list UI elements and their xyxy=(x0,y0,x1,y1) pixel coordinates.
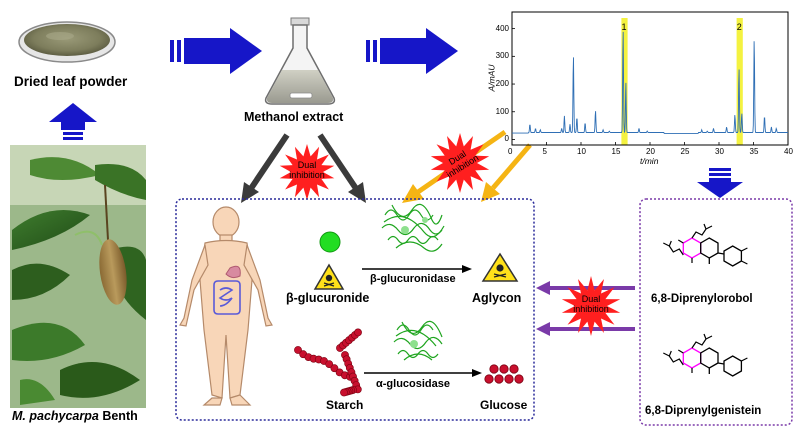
label-starch: Starch xyxy=(326,398,364,412)
peak-label-1: 1 xyxy=(621,22,627,32)
molecule-prenyl xyxy=(691,223,713,239)
peak-label-2: 2 xyxy=(736,22,742,32)
starch-chain-icon xyxy=(294,328,362,397)
petri-dish-icon xyxy=(18,21,116,63)
burst-top xyxy=(279,144,335,200)
peak-highlight-2 xyxy=(736,18,743,145)
reaction-arrow-glucosidase xyxy=(364,369,482,377)
label-alpha-glucosidase: α-glucosidase xyxy=(376,378,451,390)
chromatogram-frame xyxy=(511,11,789,146)
x-tick-label: 25 xyxy=(680,147,690,156)
molecule-ring xyxy=(723,355,743,377)
y-tick-label: 0 xyxy=(504,134,509,144)
x-tick-label: 40 xyxy=(784,147,793,156)
y-tick-label: 200 xyxy=(495,79,509,89)
x-tick-label: 5 xyxy=(542,147,547,156)
green-ball-icon xyxy=(319,231,341,253)
y-tick-label: 400 xyxy=(495,23,509,33)
flask-icon xyxy=(264,17,336,105)
compounds-box xyxy=(639,198,793,426)
human-body-icon xyxy=(179,206,273,406)
burst-right-line2: inhibition xyxy=(573,304,609,314)
label-plant-species: M. pachycarpa xyxy=(12,409,99,423)
molecule-bond xyxy=(717,362,725,365)
molecule-hydroxyl xyxy=(741,357,748,362)
molecule-hydroxyl xyxy=(677,239,684,244)
label-beta-glucuronide: β-glucuronide xyxy=(286,291,370,305)
x-axis-label: t/min xyxy=(640,156,659,166)
chromatogram-highlights xyxy=(621,18,743,145)
label-plant-author: Benth xyxy=(102,409,138,423)
enzyme-glucuronidase-icon xyxy=(381,203,445,252)
chromatogram xyxy=(511,11,789,146)
label-dried-leaf-powder: Dried leaf powder xyxy=(14,74,128,89)
x-tick-label: 30 xyxy=(715,147,724,156)
intestine-icon xyxy=(213,280,241,315)
starch-bead xyxy=(325,360,334,368)
y-tick-label: 100 xyxy=(495,106,509,116)
molecule-prenyl xyxy=(691,333,713,349)
glucose-beads-icon xyxy=(484,364,524,384)
human-enzyme-box xyxy=(175,198,535,421)
label-compound-1: 6,8-Diprenylorobol xyxy=(651,293,753,305)
starch-bead xyxy=(330,364,339,373)
burst-top-text: Dual inhibition xyxy=(288,160,326,180)
hazard-icon-right xyxy=(481,252,519,282)
molecule-ring xyxy=(700,237,719,259)
burst-right xyxy=(561,276,621,336)
label-aglycon: Aglycon xyxy=(472,291,522,305)
molecule-diprenylgenistein xyxy=(663,333,748,377)
burst-right-text: Dual inhibition xyxy=(568,294,614,314)
peak-highlight-1 xyxy=(621,18,628,145)
burst-mid xyxy=(430,133,490,193)
molecule-hydroxyl xyxy=(677,349,684,354)
label-glucose: Glucose xyxy=(480,398,528,412)
molecule-ring xyxy=(682,347,702,369)
chromatogram-ticks xyxy=(511,28,789,145)
gray-arrows-extract xyxy=(241,133,366,203)
y-tick-label: 300 xyxy=(495,51,509,61)
y-axis-label: A/mAU xyxy=(486,64,497,91)
label-beta-glucuronidase: β-glucuronidase xyxy=(370,273,456,285)
molecule-bond xyxy=(717,252,725,255)
stomach-icon xyxy=(225,265,241,279)
x-tick-label: 15 xyxy=(611,147,621,156)
enzyme-glucosidase-icon xyxy=(393,320,443,361)
blue-arrow-powder-to-extract xyxy=(170,28,262,74)
label-methanol-extract: Methanol extract xyxy=(244,110,344,124)
x-tick-label: 10 xyxy=(577,147,586,156)
label-compound-2: 6,8-Diprenylgenistein xyxy=(645,405,762,417)
starch-bead xyxy=(354,328,362,337)
molecule-prenyl xyxy=(663,350,684,366)
molecule-hydroxyl xyxy=(741,260,748,265)
molecule-ring xyxy=(700,347,719,369)
blue-arrow-plant-to-powder xyxy=(49,103,97,140)
molecule-ring xyxy=(723,245,743,267)
burst-top-line1: Dual xyxy=(297,160,317,170)
burst-top-line2: inhibition xyxy=(289,170,325,180)
molecule-ring xyxy=(682,237,702,259)
x-tick-label: 35 xyxy=(749,147,759,156)
x-tick-label: 20 xyxy=(646,147,655,156)
starch-bead xyxy=(294,346,302,354)
plant-photo xyxy=(10,145,146,408)
molecule-diprenylorobol xyxy=(663,223,748,267)
starch-bead xyxy=(340,388,348,397)
hazard-icon-left xyxy=(313,263,345,290)
chromatogram-trace xyxy=(512,31,788,134)
molecule-prenyl xyxy=(663,240,684,256)
reaction-arrow-glucuronidase xyxy=(362,265,472,273)
x-tick-label: 0 xyxy=(508,147,513,156)
molecule-hydroxyl xyxy=(741,247,748,252)
label-plant-name: M. pachycarpa Benth xyxy=(12,409,138,423)
burst-right-line1: Dual xyxy=(581,294,601,304)
blue-arrow-hplc-to-compounds xyxy=(697,168,743,198)
blue-arrow-extract-to-hplc xyxy=(366,28,458,74)
